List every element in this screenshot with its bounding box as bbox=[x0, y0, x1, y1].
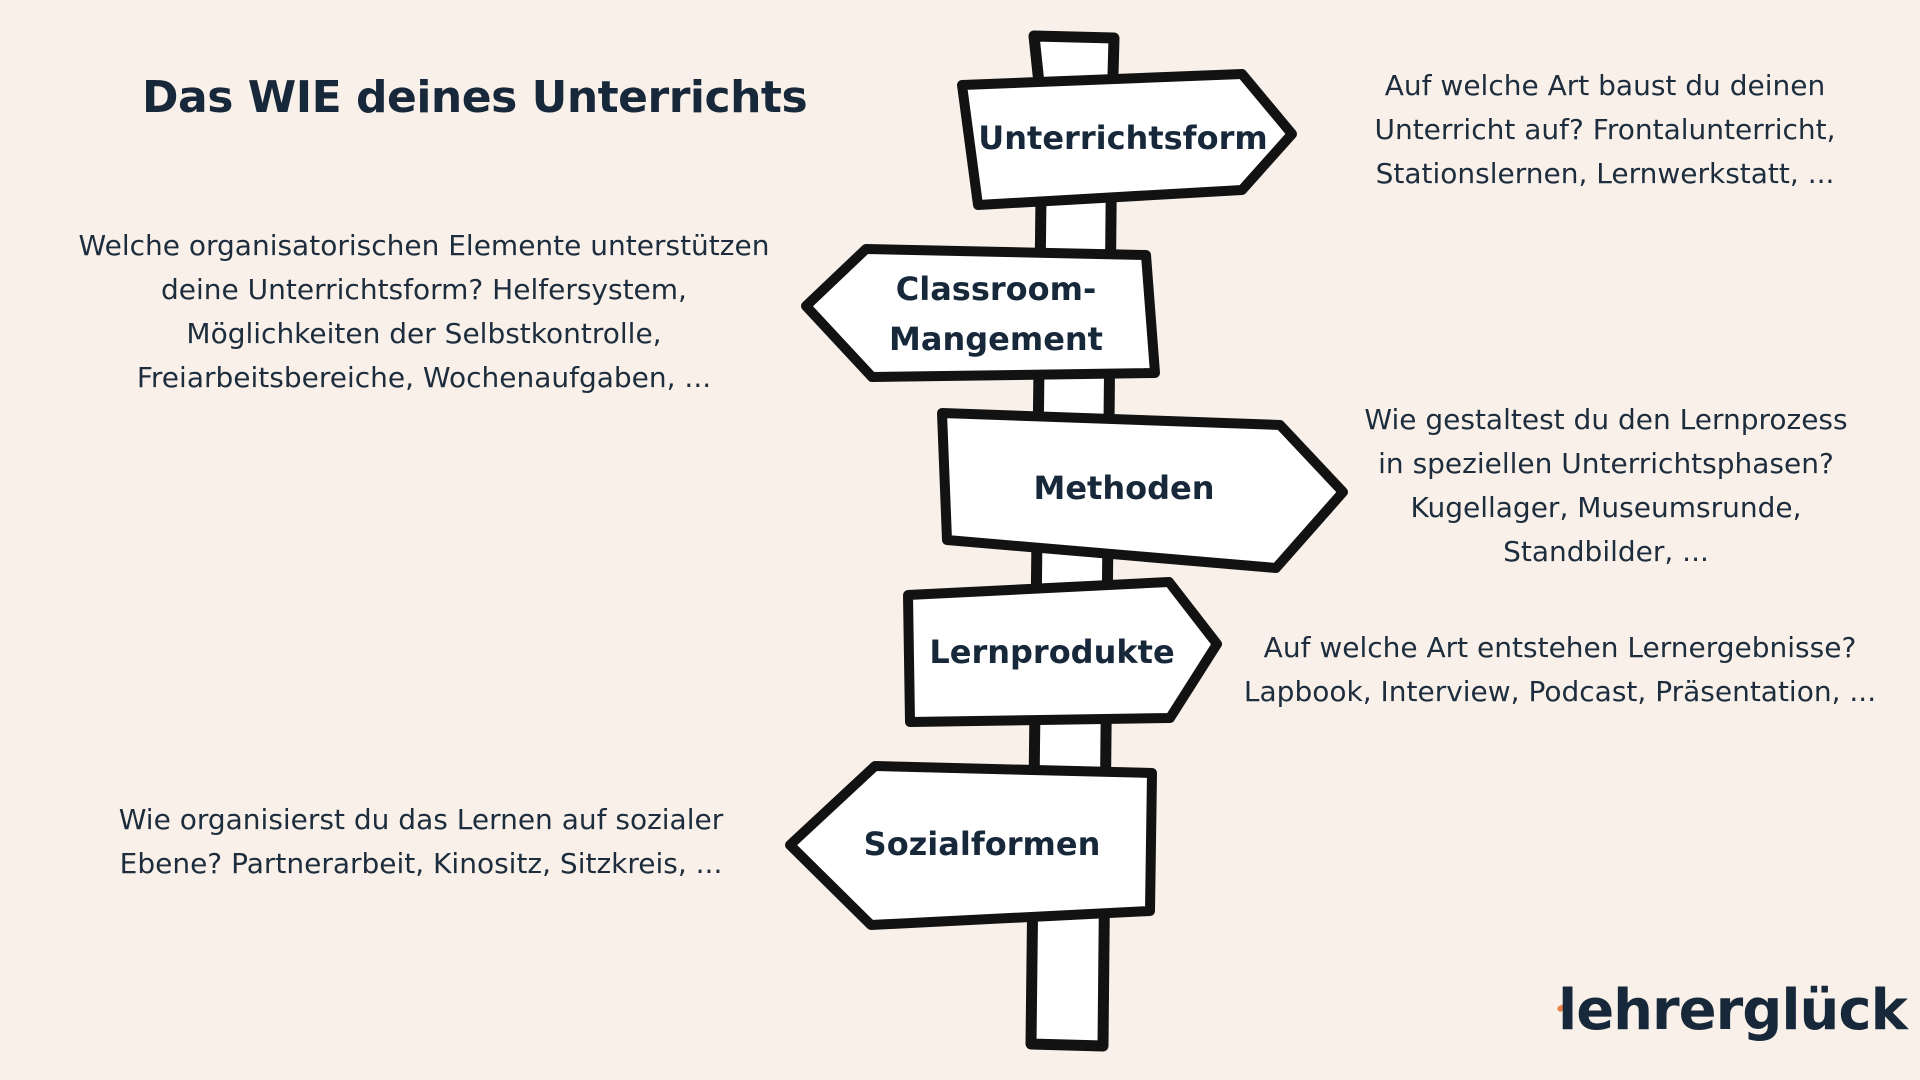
sign-methoden-label-line-1: Methoden bbox=[1034, 469, 1215, 507]
sign-sozialformen: Sozialformen bbox=[785, 761, 1157, 930]
sign-classroom-management-label-line-1: Classroom- bbox=[896, 270, 1097, 308]
description-unterrichtsform-line-2: Unterricht auf? Frontalunterricht, bbox=[1374, 113, 1836, 146]
sign-lernprodukte-label-line-1: Lernprodukte bbox=[929, 633, 1174, 671]
sign-lernprodukte: Lernprodukte bbox=[903, 577, 1222, 727]
page-title: Das WIE deines Unterrichts bbox=[142, 72, 808, 123]
description-classroom-management-line-1: Welche organisatorischen Elemente unters… bbox=[78, 229, 770, 262]
description-lernprodukte-line-2: Lapbook, Interview, Podcast, Präsentatio… bbox=[1243, 675, 1877, 708]
sign-unterrichtsform-label: Unterrichtsform bbox=[978, 119, 1267, 157]
description-classroom-management-line-4: Freiarbeitsbereiche, Wochenaufgaben, ... bbox=[136, 361, 712, 394]
sign-classroom-management-label: Classroom- Mangement bbox=[889, 270, 1103, 358]
sign-lernprodukte-board bbox=[903, 577, 1222, 727]
sign-classroom-management-label-line-2: Mangement bbox=[889, 320, 1103, 358]
description-unterrichtsform: Auf welche Art baust du deinen Unterrich… bbox=[1360, 64, 1850, 196]
description-methoden: Wie gestaltest du den Lernprozess in spe… bbox=[1356, 398, 1856, 574]
description-methoden-line-2: in speziellen Unterrichtsphasen? bbox=[1378, 447, 1834, 480]
description-sozialformen: Wie organisierst du das Lernen auf sozia… bbox=[106, 798, 736, 886]
sign-sozialformen-label-line-1: Sozialformen bbox=[864, 825, 1101, 863]
description-sozialformen-line-1: Wie organisierst du das Lernen auf sozia… bbox=[118, 803, 724, 836]
description-unterrichtsform-line-1: Auf welche Art baust du deinen bbox=[1384, 69, 1826, 102]
description-methoden-line-3: Kugellager, Museumsrunde, bbox=[1410, 491, 1802, 524]
sign-sozialformen-board bbox=[785, 761, 1157, 930]
description-methoden-line-4: Standbilder, ... bbox=[1503, 535, 1709, 568]
description-classroom-management: Welche organisatorischen Elemente unters… bbox=[66, 224, 782, 400]
sign-sozialformen-label: Sozialformen bbox=[864, 825, 1101, 863]
sign-unterrichtsform: Unterrichtsform bbox=[957, 69, 1297, 210]
sign-classroom-management: Classroom- Mangement bbox=[801, 244, 1160, 382]
sign-unterrichtsform-label-line-1: Unterrichtsform bbox=[978, 119, 1267, 157]
description-classroom-management-line-2: deine Unterrichtsform? Helfersystem, bbox=[161, 273, 687, 306]
sign-methoden: Methoden bbox=[937, 408, 1348, 573]
brand-logo: lehrerglück bbox=[1558, 978, 1908, 1043]
description-methoden-line-1: Wie gestaltest du den Lernprozess bbox=[1364, 403, 1848, 436]
sign-unterrichtsform-board bbox=[957, 69, 1297, 210]
description-sozialformen-line-2: Ebene? Partnerarbeit, Kinositz, Sitzkrei… bbox=[119, 847, 723, 880]
description-lernprodukte-line-1: Auf welche Art entstehen Lernergebnisse? bbox=[1263, 631, 1857, 664]
sign-lernprodukte-label: Lernprodukte bbox=[929, 633, 1174, 671]
sign-methoden-label: Methoden bbox=[1034, 469, 1215, 507]
description-classroom-management-line-3: Möglichkeiten der Selbstkontrolle, bbox=[186, 317, 662, 350]
description-lernprodukte: Auf welche Art entstehen Lernergebnisse?… bbox=[1228, 626, 1892, 714]
sign-classroom-management-board bbox=[801, 244, 1160, 382]
sign-methoden-board bbox=[937, 408, 1348, 573]
description-unterrichtsform-line-3: Stationslernen, Lernwerkstatt, ... bbox=[1375, 157, 1835, 190]
